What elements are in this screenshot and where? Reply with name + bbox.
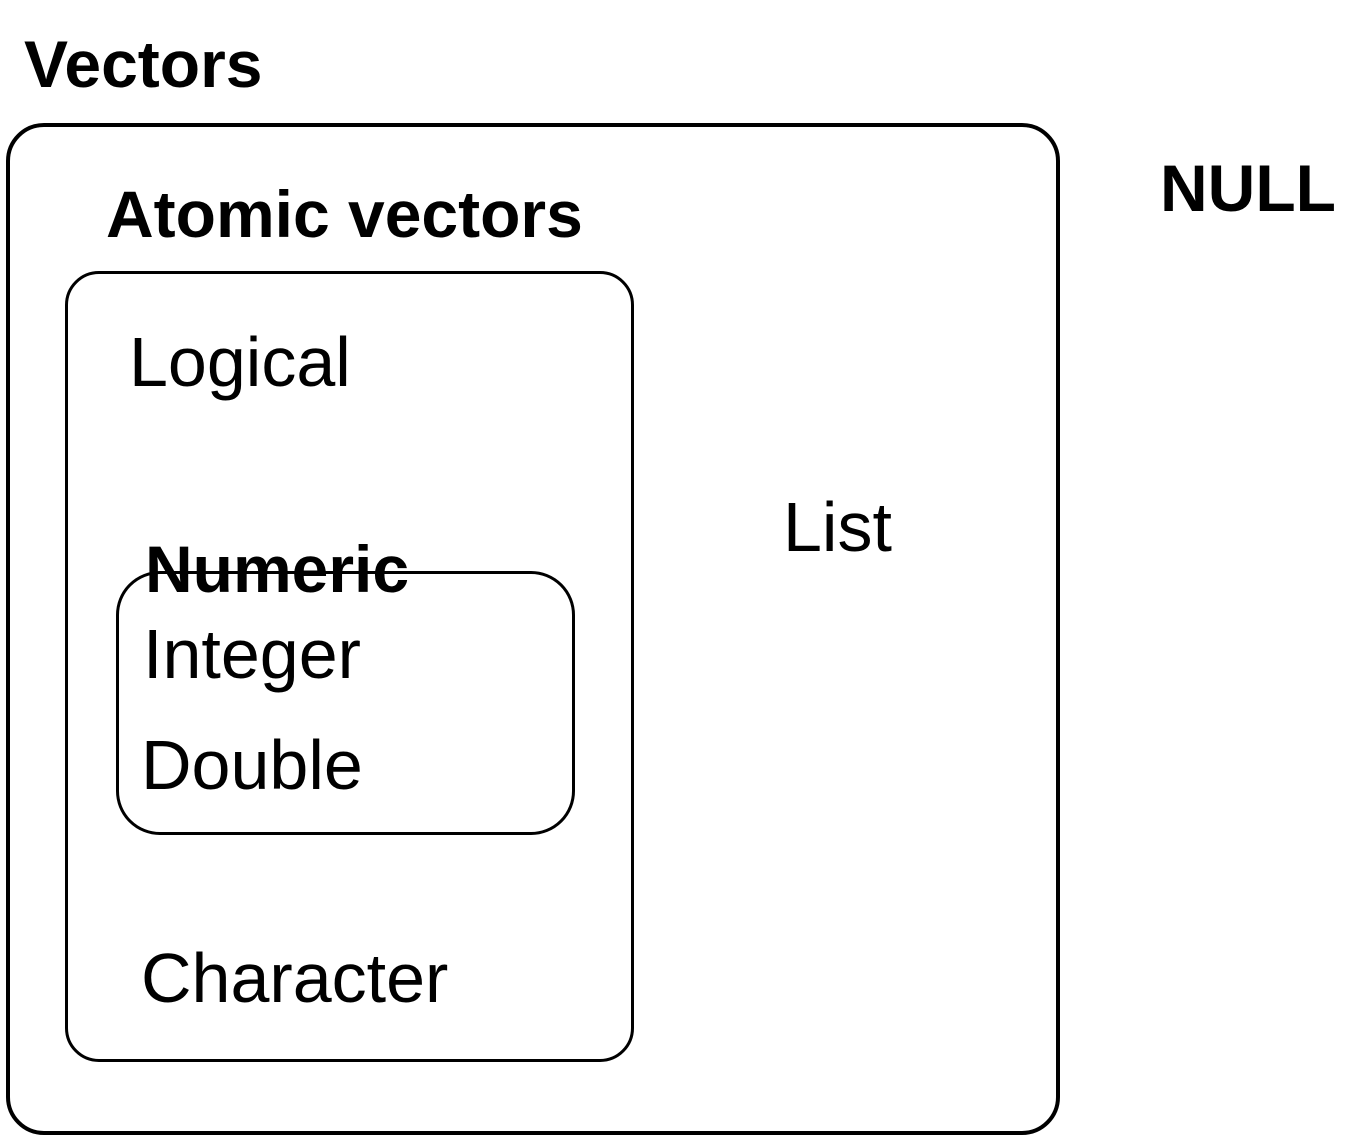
numeric-label: Numeric [145, 532, 410, 606]
atomic-vectors-label: Atomic vectors [106, 177, 583, 251]
vectors-box [6, 123, 1060, 1135]
list-label: List [783, 488, 892, 566]
double-label: Double [141, 726, 363, 804]
logical-label: Logical [129, 323, 351, 401]
null-label: NULL [1160, 151, 1336, 225]
integer-label: Integer [143, 615, 361, 693]
character-label: Character [141, 939, 449, 1017]
vectors-title: Vectors [24, 27, 263, 101]
numeric-box [116, 571, 575, 835]
atomic-vectors-box [65, 271, 634, 1062]
